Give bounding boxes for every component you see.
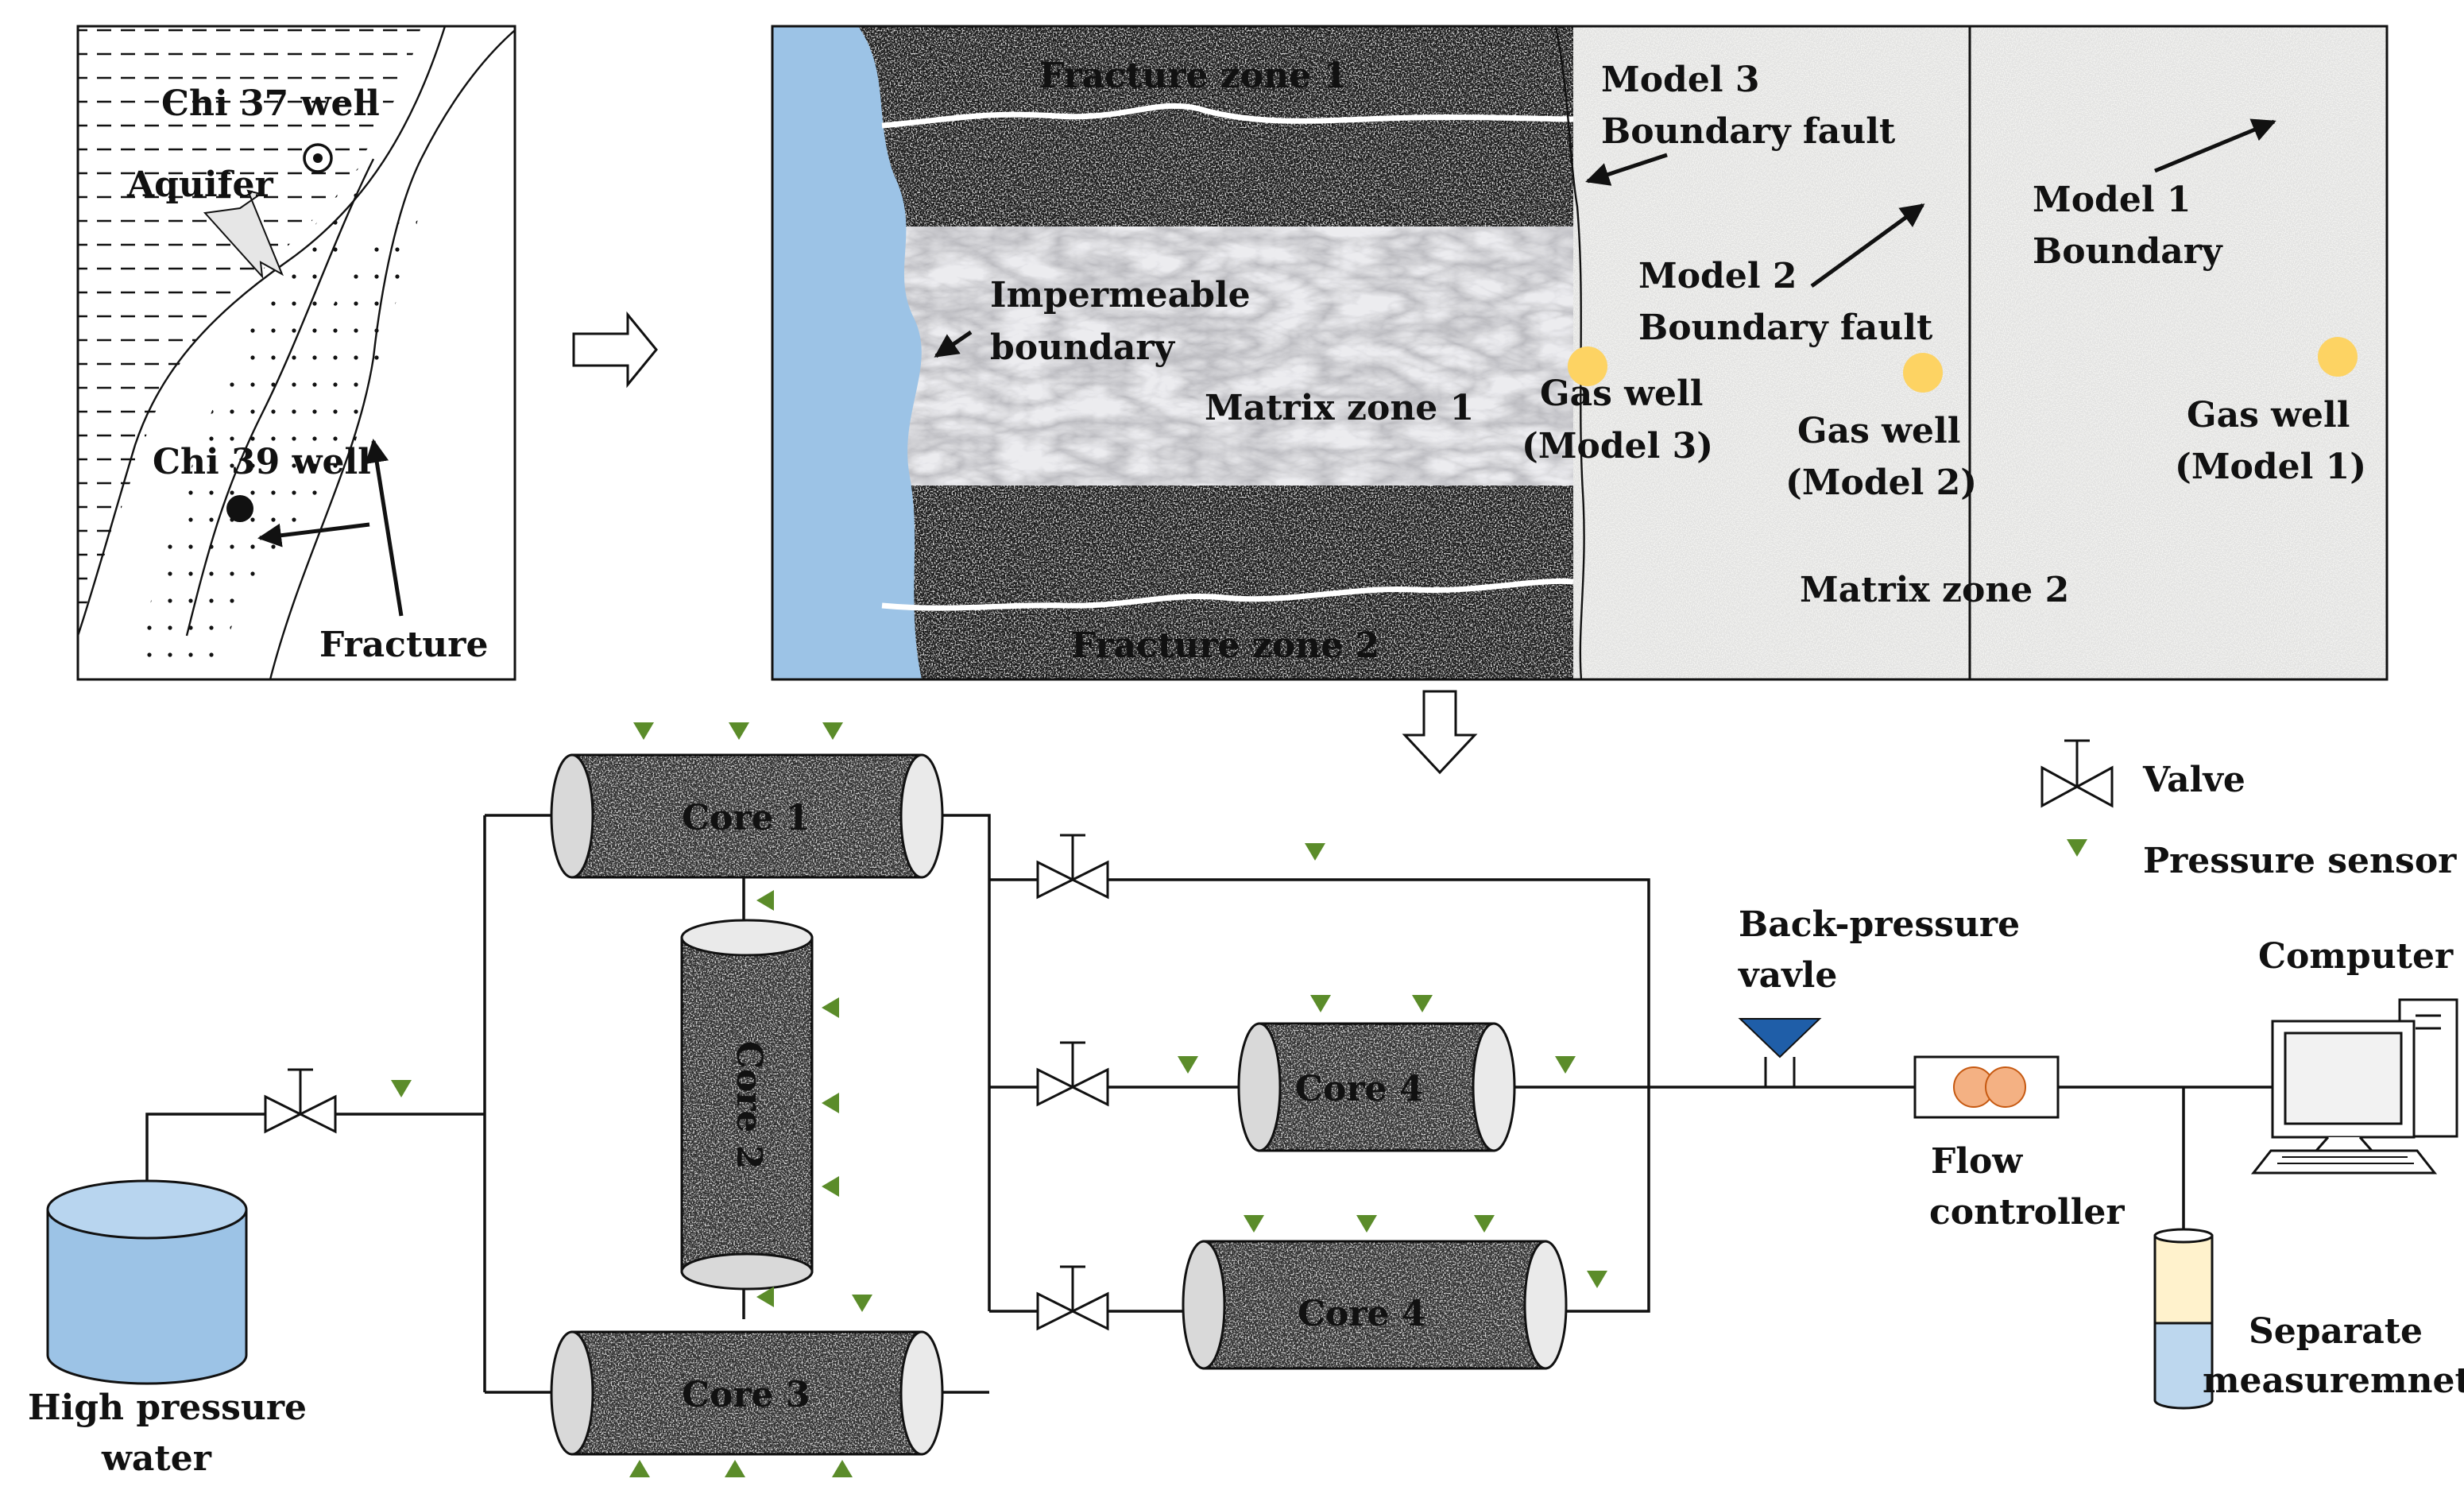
model2-label: Model 2 <box>1638 256 1797 296</box>
flow-arrow-down <box>1402 690 1478 775</box>
gas-well-model3-label: Gas well <box>1540 374 1703 414</box>
experimental-apparatus <box>145 814 2273 1394</box>
core-4-lower-label: Core 4 <box>1298 1294 1425 1334</box>
legend-valve-icon <box>2040 739 2114 808</box>
back-pressure-valve: Back-pressure vavle <box>1738 904 2020 1087</box>
flow-controller-sublabel: controller <box>1929 1192 2125 1233</box>
gas-well-model1-sublabel: (Model 1) <box>2175 447 2366 487</box>
computer-label: Computer <box>2258 936 2454 977</box>
fracture-zone-2-label: Fracture zone 2 <box>1071 625 1379 666</box>
dashed-strata <box>78 26 421 628</box>
back-pressure-sublabel: vavle <box>1738 955 1837 996</box>
water-source-sublabel: water <box>101 1438 212 1479</box>
core-2: Core 2 <box>680 919 814 1291</box>
matrix-zone-2-label: Matrix zone 2 <box>1800 570 2069 610</box>
core-2-label: Core 2 <box>729 1041 769 1169</box>
model2-fault-label: Boundary fault <box>1638 308 1933 348</box>
core-3-label: Core 3 <box>682 1375 810 1415</box>
legend-valve-label: Valve <box>2142 760 2245 800</box>
reservoir-model: Fracture zone 1 Fracture zone 2 Model 3 … <box>771 25 2389 681</box>
fracture-label: Fracture <box>319 625 488 665</box>
gas-well-model2-label: Gas well <box>1797 411 1960 451</box>
separate-sublabel: measuremnet <box>2203 1360 2464 1401</box>
model1-label: Model 1 <box>2033 180 2191 220</box>
separate-label: Separate <box>2249 1311 2423 1352</box>
fracture-line-2 <box>881 578 1574 611</box>
back-pressure-label: Back-pressure <box>1739 904 2020 945</box>
impermeable-label: Impermeable <box>990 275 1251 315</box>
core-1-label: Core 1 <box>682 798 810 838</box>
model1-boundary-label: Boundary <box>2033 231 2223 272</box>
chi37-well-label: Chi 37 well <box>161 83 380 124</box>
gas-well-model1-label: Gas well <box>2187 395 2350 435</box>
flow-controller: Flow controller <box>1913 1055 2125 1233</box>
fracture-zone-1-label: Fracture zone 1 <box>1039 56 1348 96</box>
aquifer-dots <box>127 159 366 679</box>
water-source-label: High pressure <box>28 1388 307 1428</box>
core-3: Core 3 <box>550 1330 944 1456</box>
gas-well-model2-sublabel: (Model 2) <box>1785 463 1977 503</box>
aquifer-arrow <box>203 189 284 279</box>
matrix-zone-1-label: Matrix zone 1 <box>1205 388 1474 428</box>
gas-well-model3-icon <box>1568 346 1607 386</box>
chi39-well-icon <box>226 495 253 522</box>
gas-well-model1-icon <box>2318 337 2358 377</box>
model3-fault-label: Boundary fault <box>1601 111 1896 152</box>
water-region <box>772 26 922 679</box>
separate-measurement-tube: Separate measuremnet <box>2153 1228 2464 1410</box>
gas-well-model2-icon <box>1903 353 1943 393</box>
fracture-line-1 <box>881 103 1574 129</box>
flow-controller-label: Flow <box>1931 1141 2023 1182</box>
impermeable-boundary-label: boundary <box>990 327 1176 368</box>
legend-sensor-label: Pressure sensor <box>2143 841 2457 881</box>
gas-well-model3-sublabel: (Model 3) <box>1522 426 1713 466</box>
core-4-lower: Core 4 <box>1182 1240 1568 1370</box>
computer-icon: Computer <box>2250 936 2458 1175</box>
core-4-middle-label: Core 4 <box>1295 1069 1423 1109</box>
core-4-middle: Core 4 <box>1237 1022 1516 1152</box>
model3-label: Model 3 <box>1601 60 1759 100</box>
legend: Valve Pressure sensor <box>2040 739 2457 881</box>
core-1: Core 1 <box>550 753 944 879</box>
geology-map: Chi 37 well Aquifer Chi 39 well Fracture <box>76 25 516 681</box>
chi39-well-label: Chi 39 well <box>153 442 371 482</box>
aquifer-label: Aquifer <box>126 164 274 205</box>
high-pressure-water-tank: High pressure water <box>28 1179 307 1479</box>
aquifer-dots-right <box>238 207 421 604</box>
flow-arrow-right <box>572 311 658 389</box>
